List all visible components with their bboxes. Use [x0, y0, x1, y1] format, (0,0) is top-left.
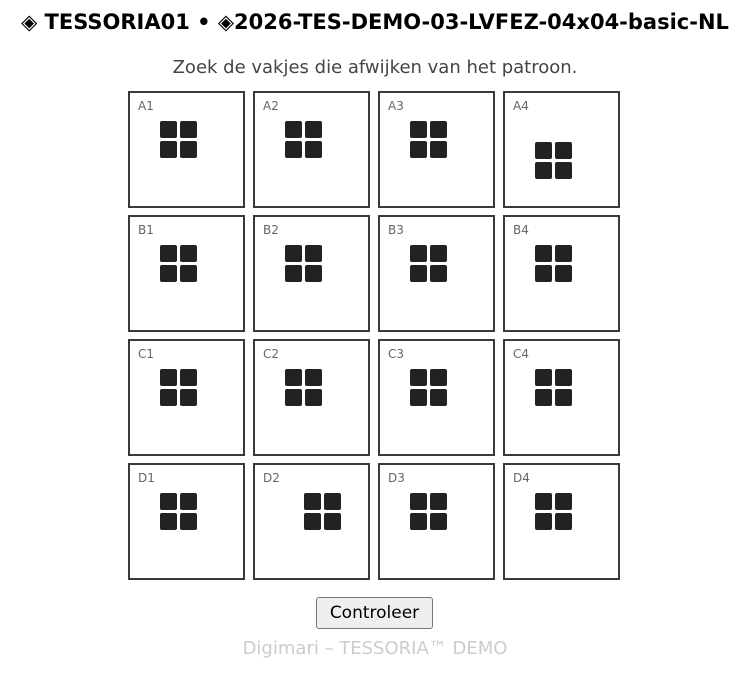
tile-d3[interactable]: D3 — [378, 463, 495, 580]
grid-2x2-icon — [535, 142, 572, 179]
grid-2x2-icon — [160, 121, 197, 158]
tile-label: C4 — [513, 347, 530, 361]
tile-a2[interactable]: A2 — [253, 91, 370, 208]
tile-label: A2 — [263, 99, 279, 113]
tile-d1[interactable]: D1 — [128, 463, 245, 580]
tile-b2[interactable]: B2 — [253, 215, 370, 332]
check-button[interactable]: Controleer — [316, 597, 433, 629]
tile-label: A3 — [388, 99, 404, 113]
grid-2x2-icon — [285, 369, 322, 406]
tile-d4[interactable]: D4 — [503, 463, 620, 580]
tile-label: D4 — [513, 471, 530, 485]
grid-2x2-icon — [160, 493, 197, 530]
tile-c4[interactable]: C4 — [503, 339, 620, 456]
tile-a4[interactable]: A4 — [503, 91, 620, 208]
grid-2x2-icon — [304, 493, 341, 530]
tile-c1[interactable]: C1 — [128, 339, 245, 456]
tile-label: C1 — [138, 347, 155, 361]
tile-label: B1 — [138, 223, 154, 237]
grid-2x2-icon — [535, 245, 572, 282]
tile-label: B2 — [263, 223, 279, 237]
grid-2x2-icon — [535, 493, 572, 530]
tile-label: D2 — [263, 471, 280, 485]
tile-label: A1 — [138, 99, 154, 113]
tile-c3[interactable]: C3 — [378, 339, 495, 456]
tile-label: D1 — [138, 471, 155, 485]
grid-2x2-icon — [410, 245, 447, 282]
grid-2x2-icon — [410, 493, 447, 530]
grid-2x2-icon — [285, 245, 322, 282]
grid-2x2-icon — [410, 369, 447, 406]
footer-text: Digimari – TESSORIA™ DEMO — [242, 638, 508, 659]
tile-a1[interactable]: A1 — [128, 91, 245, 208]
grid-2x2-icon — [160, 369, 197, 406]
tile-d2[interactable]: D2 — [253, 463, 370, 580]
tile-label: D3 — [388, 471, 405, 485]
grid-2x2-icon — [160, 245, 197, 282]
page-title: ◈ TESSORIA01 • ◈2026-TES-DEMO-03-LVFEZ-0… — [21, 10, 729, 34]
tile-b4[interactable]: B4 — [503, 215, 620, 332]
tile-c2[interactable]: C2 — [253, 339, 370, 456]
tile-label: B4 — [513, 223, 529, 237]
grid-2x2-icon — [535, 369, 572, 406]
tile-grid: A1 A2 A3 A4 B1 B2 B3 B4 C1 C2 C3 — [128, 91, 620, 581]
tile-b1[interactable]: B1 — [128, 215, 245, 332]
grid-2x2-icon — [285, 121, 322, 158]
tile-label: C2 — [263, 347, 280, 361]
tile-label: A4 — [513, 99, 529, 113]
tile-a3[interactable]: A3 — [378, 91, 495, 208]
tile-b3[interactable]: B3 — [378, 215, 495, 332]
instruction-text: Zoek de vakjes die afwijken van het patr… — [172, 57, 578, 78]
tile-label: C3 — [388, 347, 405, 361]
grid-2x2-icon — [410, 121, 447, 158]
tile-label: B3 — [388, 223, 404, 237]
